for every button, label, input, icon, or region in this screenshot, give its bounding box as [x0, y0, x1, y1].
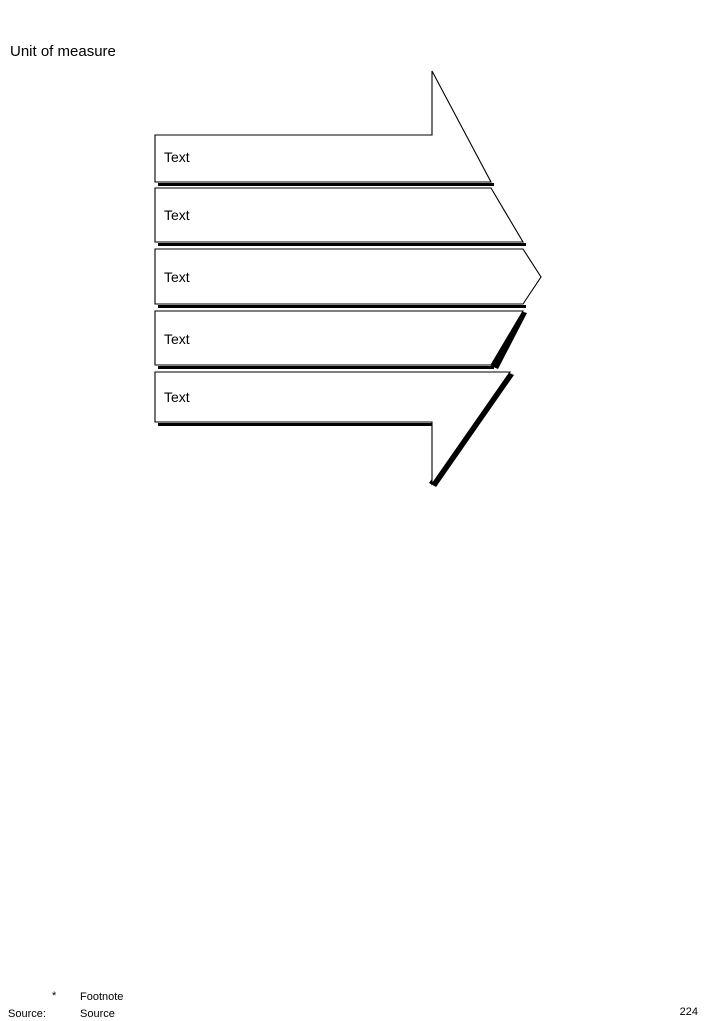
arrow-segment-1[interactable]: [154, 70, 492, 183]
arrow-segment-2-shadow: [158, 243, 526, 246]
footnote-text: Footnote: [80, 991, 124, 1003]
footnote-marker: *: [52, 990, 57, 1002]
arrow-segment-5[interactable]: [154, 371, 512, 486]
arrow-segment-2-label: Text: [164, 207, 190, 223]
slide-canvas: Unit of measure Text Text Text Text Text…: [0, 43, 706, 1020]
arrow-segment-3[interactable]: [154, 248, 542, 305]
unit-of-measure-label: Unit of measure: [10, 43, 116, 60]
segmented-arrow-diagram: [154, 70, 542, 487]
slide-footer: * Footnote Source: Source 224: [0, 494, 706, 1020]
page-number: 224: [679, 1006, 698, 1018]
arrow-segment-3-shadow: [158, 305, 526, 308]
source-label: Source:: [8, 1008, 46, 1020]
arrow-segment-3-label: Text: [164, 269, 190, 285]
arrow-segment-4-edge-shadow: [491, 311, 527, 369]
arrow-segment-4-label: Text: [164, 331, 190, 347]
arrow-segment-1-shadow: [158, 183, 494, 186]
source-text: Source: [80, 1008, 115, 1020]
arrow-segment-5-shadow: [158, 423, 435, 426]
arrow-segment-4[interactable]: [154, 310, 524, 366]
arrow-segment-1-label: Text: [164, 149, 190, 165]
arrow-segment-5-label: Text: [164, 389, 190, 405]
arrow-segment-4-shadow: [158, 366, 494, 369]
arrow-segment-2[interactable]: [154, 187, 524, 243]
